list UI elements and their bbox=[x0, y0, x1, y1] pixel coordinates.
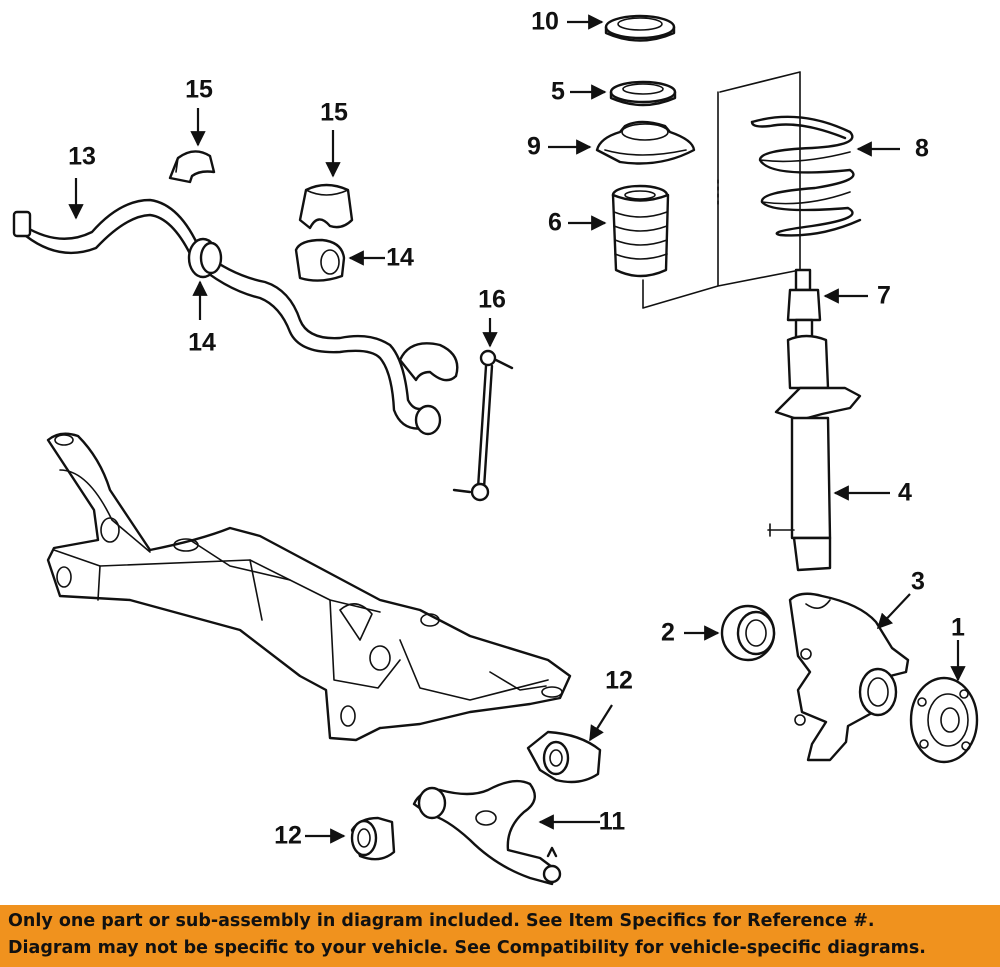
callout-2: 2 bbox=[661, 618, 675, 647]
callout-4: 4 bbox=[898, 478, 912, 507]
callout-14-lower: 14 bbox=[188, 328, 216, 357]
callout-10: 10 bbox=[531, 7, 559, 36]
callout-9: 9 bbox=[527, 132, 541, 161]
part-16-stabilizer-link bbox=[452, 349, 514, 502]
suspension-exploded-diagram bbox=[12, 14, 979, 886]
callout-16: 16 bbox=[478, 285, 506, 314]
part-12-bushing-rear bbox=[526, 730, 602, 784]
part-12-bushing-front bbox=[350, 816, 396, 861]
part-15-bracket-small bbox=[168, 150, 216, 184]
part-5-bearing bbox=[609, 80, 677, 107]
part-9-strut-mount bbox=[595, 120, 696, 165]
part-3-steering-knuckle bbox=[788, 592, 910, 762]
callout-6: 6 bbox=[548, 208, 562, 237]
callout-12-lower: 12 bbox=[274, 821, 302, 850]
callout-11: 11 bbox=[598, 807, 626, 836]
callout-12-upper: 12 bbox=[605, 666, 633, 695]
part-14-bar-bushing bbox=[187, 237, 223, 279]
callout-3: 3 bbox=[911, 567, 925, 596]
callout-7: 7 bbox=[877, 281, 891, 310]
part-6-dust-boot bbox=[611, 184, 670, 278]
part-15-bracket-large bbox=[298, 183, 354, 230]
callout-8: 8 bbox=[915, 134, 929, 163]
assembly-bracket bbox=[642, 71, 801, 309]
part-1-wheel-hub bbox=[909, 676, 979, 764]
callout-leaders bbox=[68, 14, 966, 844]
part-4-strut bbox=[767, 268, 862, 572]
disclaimer-line-2: Diagram may not be specific to your vehi… bbox=[8, 938, 926, 958]
subframe-crossmember bbox=[46, 432, 572, 742]
part-13-stabilizer-bar bbox=[12, 198, 459, 436]
callout-15-right: 15 bbox=[320, 98, 348, 127]
part-14-bushing bbox=[294, 238, 346, 282]
callout-5: 5 bbox=[551, 77, 565, 106]
callout-13: 13 bbox=[68, 142, 96, 171]
part-11-lower-control-arm bbox=[412, 779, 562, 886]
disclaimer-banner: Only one part or sub-assembly in diagram… bbox=[0, 905, 1000, 967]
part-2-wheel-bearing bbox=[720, 604, 776, 662]
callout-14-right: 14 bbox=[386, 243, 414, 272]
part-10-upper-seat bbox=[604, 14, 676, 42]
disclaimer-line-1: Only one part or sub-assembly in diagram… bbox=[8, 911, 875, 931]
callout-1: 1 bbox=[951, 613, 965, 642]
callout-15-left: 15 bbox=[185, 75, 213, 104]
part-8-coil-spring bbox=[750, 115, 862, 237]
